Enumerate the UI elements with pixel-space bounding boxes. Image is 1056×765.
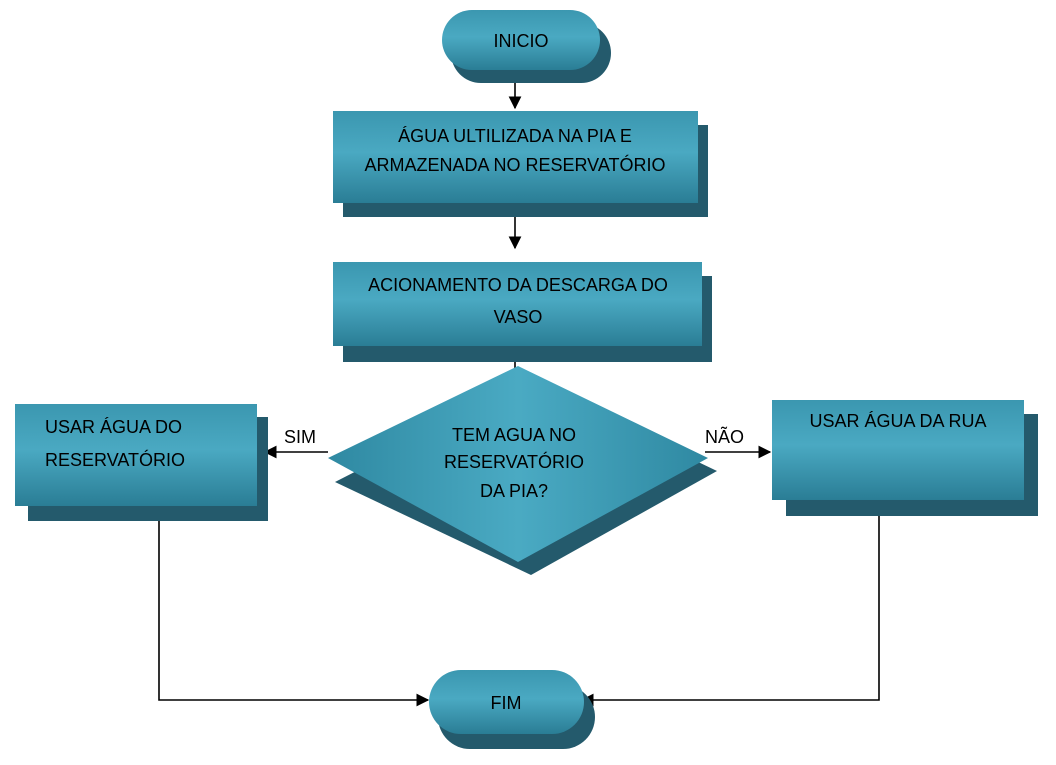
step-water-stored: ÁGUA ULTILIZADA NA PIA E ARMAZENADA NO R… [333,111,708,217]
decision-shape [328,366,708,562]
decision-water-available: TEM AGUA NO RESERVATÓRIO DA PIA? [328,366,717,575]
step1-shape [333,111,698,203]
start-label: INICIO [493,31,548,51]
arrow-yes-to-end [158,508,430,707]
step1-line-2: ARMAZENADA NO RESERVATÓRIO [364,154,665,175]
decision-line-2: RESERVATÓRIO [444,451,584,472]
step-use-street-water: USAR ÁGUA DA RUA [772,400,1038,516]
step2-line-1: ACIONAMENTO DA DESCARGA DO [368,275,668,295]
no-shape [772,400,1024,500]
start-shape [442,10,600,70]
start-terminator: INICIO [442,10,611,83]
end-shape [429,670,584,734]
step-use-reservoir-water: USAR ÁGUA DO RESERVATÓRIO [15,404,268,521]
no-line-1: USAR ÁGUA DA RUA [809,411,986,431]
decision-line-3: DA PIA? [480,481,548,501]
step-flush-activation: ACIONAMENTO DA DESCARGA DO VASO [333,262,712,362]
yes-line-1: USAR ÁGUA DO [45,417,182,437]
decision-line-1: TEM AGUA NO [452,425,576,445]
step2-shape [333,262,702,346]
yes-line-2: RESERVATÓRIO [45,449,185,470]
arrow-no-to-end [580,516,880,707]
end-label: FIM [491,693,522,713]
step2-line-2: VASO [494,307,543,327]
yes-label: SIM [284,427,316,447]
step1-line-1: ÁGUA ULTILIZADA NA PIA E [398,126,632,146]
end-terminator: FIM [429,670,595,749]
yes-shape [15,404,257,506]
no-label: NÃO [705,426,744,447]
